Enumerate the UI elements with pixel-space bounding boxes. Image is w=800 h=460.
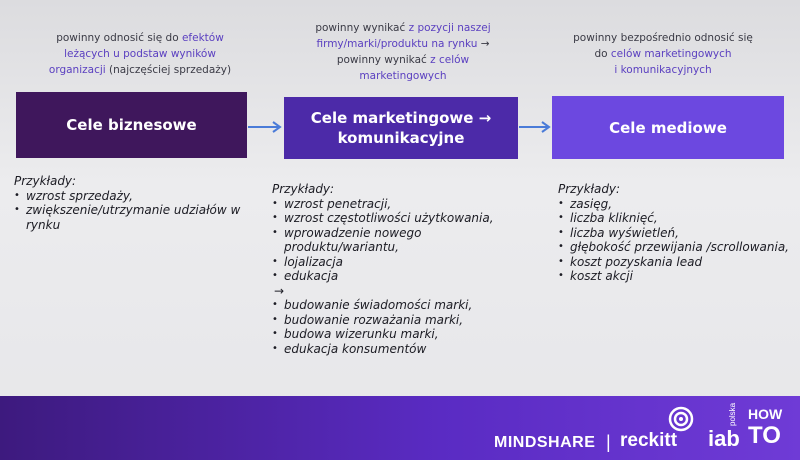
box-media-goals: Cele mediowe: [552, 96, 784, 159]
column-1-examples: Przykłady: wzrost sprzedaży,zwiększenie/…: [14, 174, 242, 232]
column-3-examples: Przykłady: zasięg,liczba kliknięć,liczba…: [558, 182, 798, 284]
description-highlight: celów marketingowych: [610, 48, 732, 60]
list-item: edukacja konsumentów: [272, 342, 512, 357]
list-item: wzrost penetracji,: [272, 197, 512, 212]
description-highlight: organizacji: [48, 64, 106, 76]
box-media-goals-label: Cele mediowe: [609, 118, 727, 137]
description-line: powinny odnosić się do efektów: [40, 30, 240, 46]
column-3-description: powinny bezpośrednio odnosić się do celów…: [556, 30, 770, 78]
description-line: powinny wynikać z celów: [296, 52, 510, 68]
description-line: do celów marketingowych: [556, 46, 770, 62]
examples-heading: Przykłady:: [272, 182, 335, 196]
examples-heading: Przykłady:: [14, 174, 77, 188]
box-marketing-goals-label: Cele marketingowe → komunikacyjne: [310, 109, 492, 147]
description-highlight: z pozycji naszej: [408, 22, 491, 34]
list-item: edukacja: [272, 269, 512, 284]
list-item: budowanie świadomości marki,: [272, 298, 512, 313]
list-item: zasięg,: [558, 197, 798, 212]
logo-separator: |: [606, 432, 611, 452]
list-item: budowanie rozważania marki,: [272, 313, 512, 328]
box-business-goals-label: Cele biznesowe: [66, 116, 197, 134]
description-text: (najczęściej sprzedaży): [105, 64, 232, 76]
iab-polska-label: polska: [728, 402, 737, 426]
examples-list: wzrost sprzedaży,zwiększenie/utrzymanie …: [14, 189, 242, 233]
arrow-right-icon: [519, 121, 551, 133]
description-highlight: firmy/marki/produktu na rynku: [316, 38, 478, 50]
description-line: marketingowych: [296, 68, 510, 84]
list-item: liczba wyświetleń,: [558, 226, 798, 241]
column-1-description: powinny odnosić się do efektów leżących u…: [40, 30, 240, 78]
description-text: do: [594, 48, 611, 60]
examples-heading: Przykłady:: [558, 182, 621, 196]
list-item: zwiększenie/utrzymanie udziałów w rynku: [14, 203, 242, 232]
description-highlight: i komunikacyjnych: [614, 64, 712, 76]
list-item: głębokość przewijania /scrollowania,: [558, 240, 798, 255]
list-item: wprowadzenie nowego produktu/wariantu,: [272, 226, 512, 255]
description-text: →: [477, 38, 490, 50]
examples-list-secondary: budowanie świadomości marki,budowanie ro…: [272, 298, 512, 356]
arrow-right-icon: [248, 121, 282, 133]
description-line: organizacji (najczęściej sprzedaży): [40, 62, 240, 78]
footer-bar: MINDSHARE | reckitt iab polska HOW TO: [0, 396, 800, 460]
arrow-icon: →: [274, 283, 285, 298]
list-item: wzrost częstotliwości użytkowania,: [272, 211, 512, 226]
description-text: powinny odnosić się do: [56, 32, 182, 44]
list-item: lojalizacja: [272, 255, 512, 270]
description-line: i komunikacyjnych: [556, 62, 770, 78]
reckitt-swirl-icon: [668, 406, 694, 432]
description-highlight: z celów: [430, 54, 470, 66]
mindshare-logo: MINDSHARE: [494, 434, 596, 451]
examples-list: wzrost penetracji,wzrost częstotliwości …: [272, 197, 512, 284]
reckitt-logo: reckitt: [620, 430, 678, 451]
list-item: liczba kliknięć,: [558, 211, 798, 226]
description-line: powinny bezpośrednio odnosić się: [556, 30, 770, 46]
description-line: firmy/marki/produktu na rynku →: [296, 36, 510, 52]
description-text: powinny wynikać: [315, 22, 409, 34]
list-item: koszt pozyskania lead: [558, 255, 798, 270]
iab-logo: iab: [708, 426, 740, 451]
box-marketing-goals: Cele marketingowe → komunikacyjne: [284, 97, 518, 159]
howto-logo-top: HOW: [748, 406, 783, 422]
howto-logo-bottom: TO: [748, 422, 781, 449]
box-business-goals: Cele biznesowe: [16, 92, 247, 158]
description-line: leżących u podstaw wyników: [40, 46, 240, 62]
description-highlight: leżących u podstaw wyników: [64, 48, 216, 60]
description-line: powinny wynikać z pozycji naszej: [296, 20, 510, 36]
list-item: wzrost sprzedaży,: [14, 189, 242, 204]
column-2-examples: Przykłady: wzrost penetracji,wzrost częs…: [272, 182, 512, 356]
description-text: powinny bezpośrednio odnosić się: [573, 32, 753, 44]
description-text: powinny wynikać: [336, 54, 431, 66]
description-highlight: marketingowych: [359, 70, 447, 82]
examples-list: zasięg,liczba kliknięć,liczba wyświetleń…: [558, 197, 798, 284]
list-item: koszt akcji: [558, 269, 798, 284]
list-item: budowa wizerunku marki,: [272, 327, 512, 342]
description-highlight: efektów: [181, 32, 224, 44]
